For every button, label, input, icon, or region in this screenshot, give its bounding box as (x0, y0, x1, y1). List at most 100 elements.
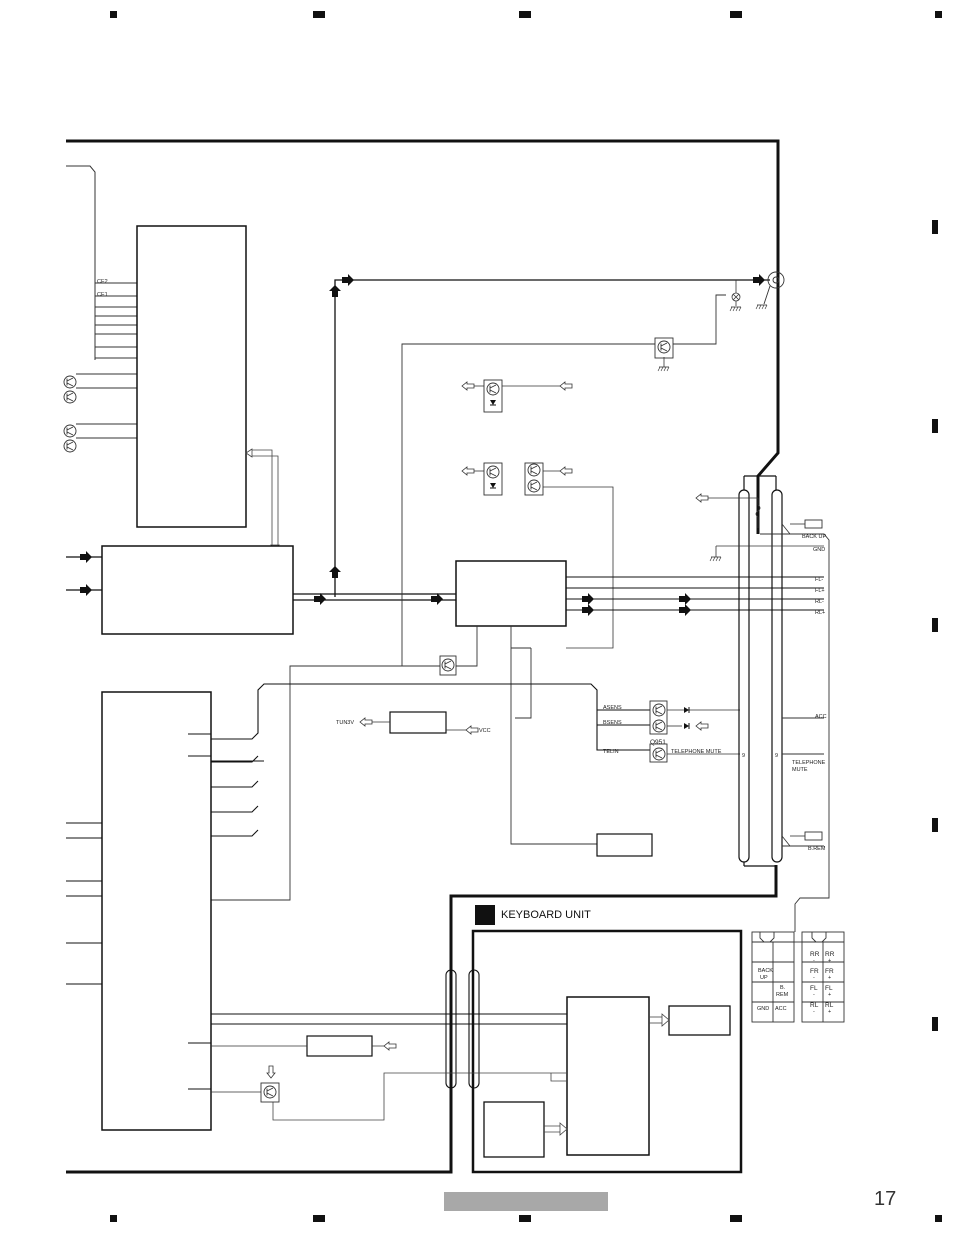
transistor-icon (657, 340, 671, 354)
arrow-left-icon (359, 717, 373, 727)
transistor-icon (63, 439, 77, 453)
gnd-label: GND (813, 547, 825, 553)
diode-icon (683, 706, 690, 714)
telephone-mute-label: TELEPHONE MUTE (671, 749, 722, 755)
reset-block (306, 1035, 373, 1057)
bus-lines (211, 683, 650, 837)
speaker-output-lines (566, 576, 824, 611)
svg-text:+: + (828, 975, 831, 981)
ce1-label: CE1 (97, 292, 108, 298)
page-number: 17 (874, 1188, 897, 1210)
arrow-right-icon (80, 551, 92, 563)
output-wires (760, 533, 830, 932)
pin-backup: BACK (758, 968, 773, 974)
svg-text:REM: REM (776, 992, 789, 998)
arrow-right-icon (582, 593, 594, 605)
arrow-right-icon (679, 593, 691, 605)
ground-icon (729, 306, 742, 312)
arrow-up-icon (329, 566, 341, 578)
bidirectional-link (245, 448, 280, 550)
arrow-left-icon (559, 381, 573, 391)
arrow-right-icon (431, 593, 443, 605)
controller-pins (66, 733, 211, 1090)
arrow-left-icon (695, 493, 709, 503)
svg-text:UP: UP (760, 975, 768, 981)
svg-text:+: + (828, 958, 831, 964)
arrow-right-icon (314, 593, 326, 605)
fuse-holder-icon (804, 519, 823, 841)
mute-transistor (402, 626, 478, 676)
middle-block (101, 545, 294, 635)
transistor-group-lower (468, 462, 614, 649)
q951-label: Q951 (650, 739, 666, 746)
keyboard-links (272, 1013, 670, 1136)
arrow-right-icon (753, 274, 765, 286)
sense-transistors (649, 700, 668, 763)
keyboard-ic-block (566, 996, 650, 1156)
pin-9-left: 9 (742, 753, 745, 759)
arrow-left-icon (559, 466, 573, 476)
fuse-icon (755, 498, 761, 528)
left-bus (66, 165, 137, 439)
ground-icon (657, 366, 670, 372)
transistor-icon (63, 390, 77, 404)
pin-brem: B. (780, 985, 786, 991)
svg-text:-: - (813, 1009, 815, 1015)
audio-path (293, 279, 770, 601)
footer-bar (444, 1192, 608, 1211)
small-block (596, 833, 653, 857)
arrow-left-icon (461, 466, 475, 476)
control-wiring (211, 626, 597, 901)
keyboard-unit-frame (471, 929, 743, 1174)
vcc-label: VCC (479, 728, 491, 734)
brem-label: B.REM (808, 846, 826, 852)
arrow-right-icon (582, 604, 594, 616)
arrow-left-icon (461, 381, 475, 391)
sense-diodes (667, 709, 740, 755)
arrow-right-icon (679, 604, 691, 616)
fl-plus-label: FL+ (815, 588, 825, 594)
acc-label: ACC (815, 714, 827, 720)
svg-text:-: - (813, 958, 815, 964)
svg-text:-: - (813, 975, 815, 981)
pin-acc: ACC (775, 1006, 787, 1012)
svg-text:+: + (828, 992, 831, 998)
upper-ic-block (136, 225, 247, 528)
arrow-left-icon (695, 721, 709, 731)
asens-label: ASENS (603, 705, 622, 711)
power-amp-block (455, 560, 567, 627)
pin-fr-minus: FR (810, 968, 819, 975)
telephone-label: TELEPHONE (792, 760, 826, 766)
pin-fl-minus: FL (810, 985, 818, 992)
pin-rl-plus: RL (825, 1002, 834, 1009)
rl-plus-label: RL+ (815, 610, 825, 616)
telin-label: TELIN (603, 749, 619, 755)
tun3v-label: TUN3V (336, 720, 354, 726)
arrow-up-icon (329, 285, 341, 297)
backup-label: BACK UP (802, 534, 826, 540)
pin-gnd: GND (757, 1006, 769, 1012)
pin-fl-plus: FL (825, 985, 833, 992)
arrow-left-icon (383, 1041, 397, 1051)
transistor-icon (63, 375, 77, 389)
pin-rr-plus: RR (825, 951, 835, 958)
display-block (668, 1005, 731, 1036)
antenna-control (401, 294, 726, 666)
transistor-icon (263, 1085, 277, 1099)
ground-icon (709, 556, 722, 562)
svg-text:+: + (828, 1009, 831, 1015)
pin-9-right: 9 (775, 753, 778, 759)
controller-ic-block (101, 691, 212, 1131)
rl-minus-label: RL- (815, 599, 824, 605)
regulator-block (389, 711, 447, 734)
registration-marks (110, 11, 942, 1222)
arrow-right-icon (342, 274, 354, 286)
transistor-icon (63, 424, 77, 438)
main-frame (66, 139, 780, 1174)
fl-minus-label: FL- (815, 577, 823, 583)
keyboard-unit-marker (475, 905, 495, 925)
bsens-label: BSENS (603, 720, 622, 726)
ground-icon (755, 304, 768, 310)
svg-text:-: - (813, 992, 815, 998)
